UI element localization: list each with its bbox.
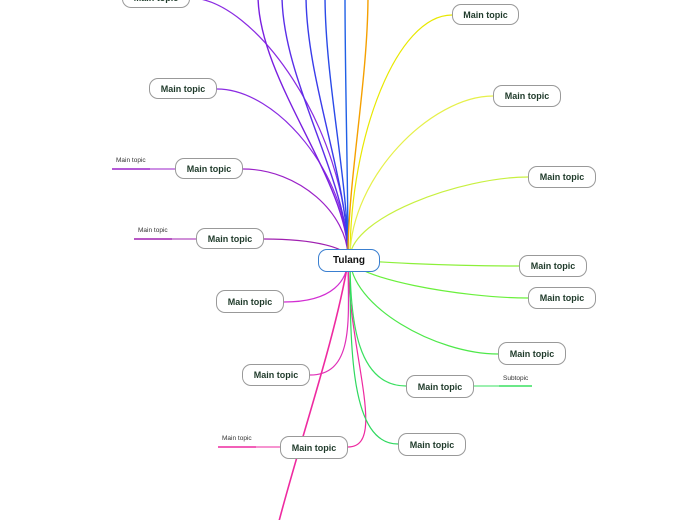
main-topic-node[interactable]: Main topic xyxy=(452,4,519,25)
main-topic-node[interactable]: Main topic xyxy=(398,433,466,456)
offscreen-branch-connector xyxy=(344,0,349,257)
main-topic-node[interactable]: Main topic xyxy=(528,287,596,309)
offscreen-branch-connector xyxy=(257,0,349,257)
topic-connector xyxy=(242,168,349,259)
main-topic-node[interactable]: Main topic xyxy=(280,436,348,459)
offscreen-branch-connector xyxy=(278,261,349,520)
topic-connector xyxy=(349,257,499,355)
topic-connector xyxy=(349,257,399,445)
offscreen-branch-connector xyxy=(281,0,349,257)
offscreen-branch-connector xyxy=(305,0,349,257)
subtopic-label[interactable]: Subtopic xyxy=(503,375,529,382)
offscreen-branch-connector xyxy=(347,0,369,257)
main-topic-node[interactable]: Main topic xyxy=(242,364,310,386)
main-topic-node[interactable]: Main topic xyxy=(528,166,596,188)
main-topic-node[interactable]: Main topic xyxy=(498,342,566,365)
main-topic-node[interactable]: Main topic xyxy=(519,255,587,277)
topic-connector xyxy=(349,14,453,259)
subtopic-label[interactable]: Main topic xyxy=(222,435,252,442)
topic-connector xyxy=(349,95,494,259)
subtopic-label[interactable]: Main topic xyxy=(116,157,146,164)
main-topic-node[interactable]: Main topic xyxy=(493,85,561,107)
root-node-tulang[interactable]: Tulang xyxy=(318,249,380,272)
main-topic-node[interactable]: Main topic xyxy=(196,228,264,249)
main-topic-node[interactable]: Main topic xyxy=(216,290,284,313)
main-topic-node[interactable]: Main topic xyxy=(122,0,190,8)
main-topic-node[interactable]: Main topic xyxy=(149,78,217,99)
subtopic-label[interactable]: Main topic xyxy=(138,227,168,234)
topic-connector xyxy=(349,176,529,259)
main-topic-node[interactable]: Main topic xyxy=(406,375,474,398)
offscreen-branch-connector xyxy=(324,0,349,257)
main-topic-node[interactable]: Main topic xyxy=(175,158,243,179)
topic-connector xyxy=(309,257,350,376)
topic-connector xyxy=(201,0,349,259)
